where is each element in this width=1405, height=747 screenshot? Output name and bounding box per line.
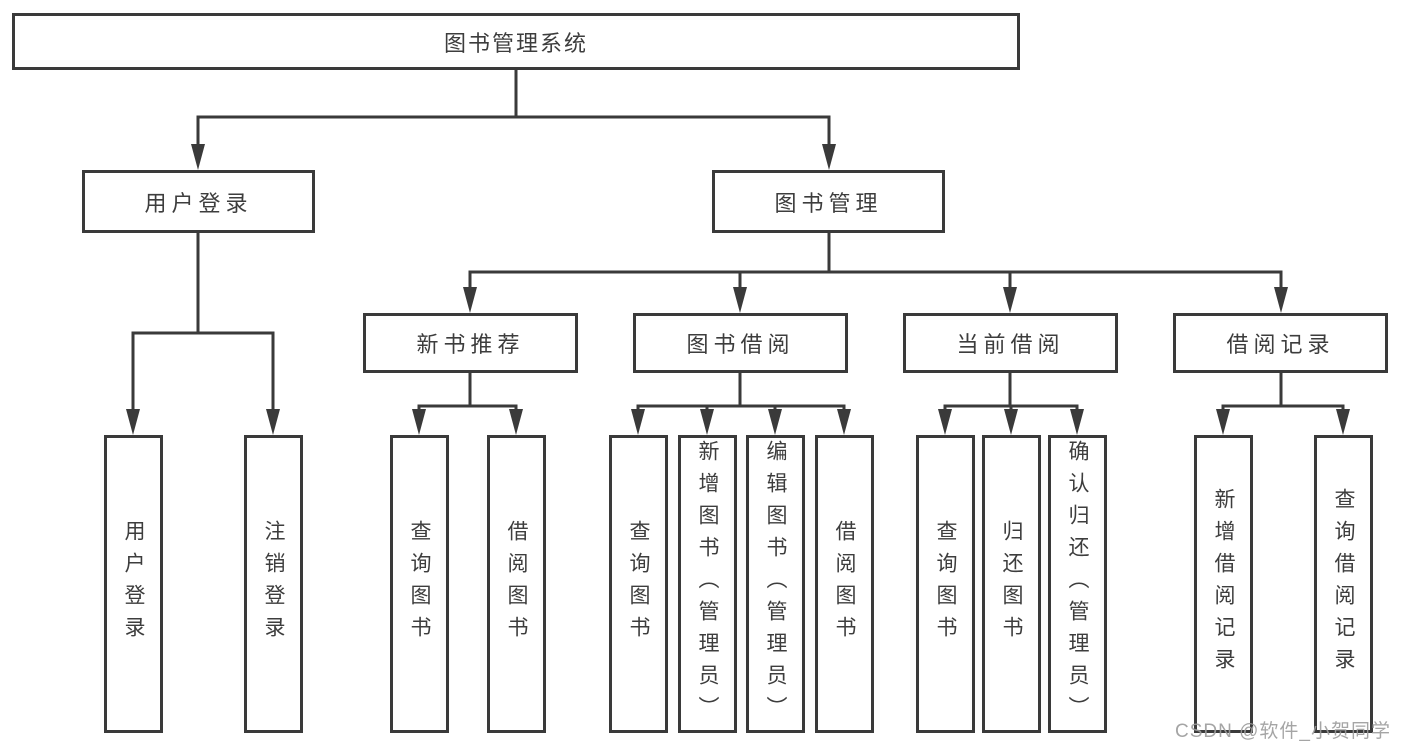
connector-user-login-children — [126, 233, 280, 435]
leaf-add-book-admin: 新增图书（管理员） — [678, 435, 737, 733]
leaf-return-book: 归还图书 — [982, 435, 1041, 733]
connector-new-book-children — [412, 373, 523, 435]
node-user-login: 用户登录 — [82, 170, 315, 233]
leaf-borrow-books-recommend: 借阅图书 — [487, 435, 546, 733]
leaf-query-borrow-record: 查询借阅记录 — [1314, 435, 1373, 733]
connector-book-management-children — [463, 233, 1288, 313]
leaf-user-login: 用户登录 — [104, 435, 163, 733]
node-current-borrow: 当前借阅 — [903, 313, 1118, 373]
node-book-borrow: 图书借阅 — [633, 313, 848, 373]
node-borrow-records: 借阅记录 — [1173, 313, 1388, 373]
connector-current-borrow-children — [938, 373, 1084, 435]
leaf-query-books-current: 查询图书 — [916, 435, 975, 733]
leaf-logout: 注销登录 — [244, 435, 303, 733]
leaf-query-books-recommend: 查询图书 — [390, 435, 449, 733]
connector-borrow-record-children — [1216, 373, 1350, 435]
connector-root-to-level2 — [191, 70, 836, 170]
watermark: CSDN @软件_小贺同学 — [1175, 721, 1391, 742]
node-book-management: 图书管理 — [712, 170, 945, 233]
leaf-borrow-books: 借阅图书 — [815, 435, 874, 733]
leaf-query-books-borrow: 查询图书 — [609, 435, 668, 733]
leaf-add-borrow-record: 新增借阅记录 — [1194, 435, 1253, 733]
leaf-edit-book-admin: 编辑图书（管理员） — [746, 435, 805, 733]
leaf-confirm-return-admin: 确认归还（管理员） — [1048, 435, 1107, 733]
node-new-book-recommend: 新书推荐 — [363, 313, 578, 373]
node-library-management-system: 图书管理系统 — [12, 13, 1020, 70]
connector-book-borrow-children — [631, 373, 851, 435]
